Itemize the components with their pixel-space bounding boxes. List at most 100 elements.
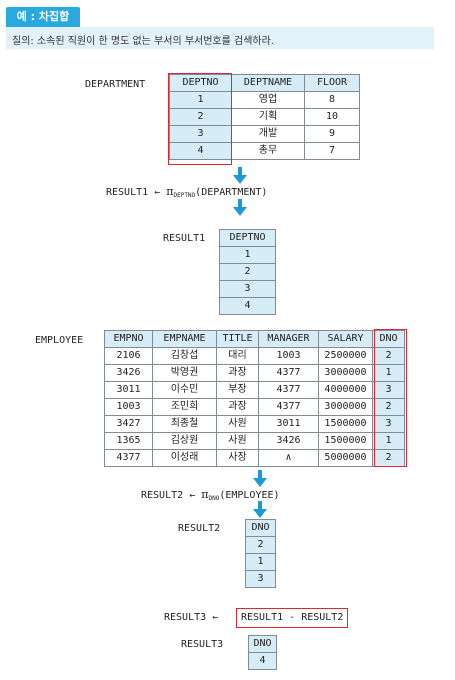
table-cell: 대리 [216, 347, 259, 365]
example-tag: 예 : 차집합 [6, 7, 80, 27]
projection-argument: (DEPARTMENT) [195, 187, 268, 198]
projection-attribute: DNO [208, 495, 220, 502]
down-arrow-icon [253, 501, 267, 519]
table-cell: 총무 [231, 142, 305, 160]
table-cell: 1003 [104, 398, 153, 416]
table-cell: 4 [219, 297, 276, 315]
table-cell: 4000000 [318, 381, 373, 399]
table-cell: 2 [245, 536, 276, 554]
table-cell: 기획 [231, 108, 305, 126]
table-cell: 3011 [258, 415, 319, 433]
difference-expression-box: RESULT1 - RESULT2 [236, 608, 349, 628]
table-cell: 3 [169, 125, 232, 143]
table-cell: 2106 [104, 347, 153, 365]
table-cell: 2 [372, 398, 405, 416]
table-cell: 3000000 [318, 364, 373, 382]
table-cell: 3427 [104, 415, 153, 433]
column-header: DEPTNAME [231, 74, 305, 92]
table-cell: 1500000 [318, 415, 373, 433]
employee-table: EMPNO EMPNAME TITLE MANAGER SALARY DNO 2… [104, 330, 405, 467]
table-cell: 1365 [104, 432, 153, 450]
result1-expression: RESULT1 ← πDEPTNO(DEPARTMENT) [106, 185, 267, 199]
table-cell: 3426 [104, 364, 153, 382]
projection-attribute: DEPTNO [173, 192, 196, 199]
table-header-row: DNO [248, 635, 277, 653]
result-name: RESULT3 [164, 612, 207, 623]
column-header: DNO [248, 635, 277, 653]
table-cell: 김상원 [152, 432, 217, 450]
department-label: DEPARTMENT [85, 79, 146, 90]
table-cell: 1 [245, 553, 276, 571]
table-cell: 과장 [216, 364, 259, 382]
table-cell: 2 [372, 449, 405, 467]
table-cell: 8 [304, 91, 360, 109]
difference-expression: RESULT1 - RESULT2 [241, 612, 344, 623]
table-cell: 2 [219, 263, 276, 281]
table-cell: 과장 [216, 398, 259, 416]
table-cell: 1 [169, 91, 232, 109]
table-cell: 7 [304, 142, 360, 160]
table-row: 3 [245, 570, 276, 588]
table-row: 1 [219, 246, 276, 264]
table-row: 4 [219, 297, 276, 315]
table-cell: 3011 [104, 381, 153, 399]
table-cell: 3 [372, 381, 405, 399]
table-cell: 3 [245, 570, 276, 588]
table-cell: 최종철 [152, 415, 217, 433]
column-header: TITLE [216, 330, 259, 348]
table-cell: 이성래 [152, 449, 217, 467]
table-cell: 김창섭 [152, 347, 217, 365]
table-cell: 2 [372, 347, 405, 365]
table-cell: 4 [248, 652, 277, 670]
result1-table: DEPTNO 1 2 3 4 [219, 229, 276, 315]
column-header: DEPTNO [219, 229, 276, 247]
table-cell: 박영권 [152, 364, 217, 382]
down-arrow-icon [253, 470, 267, 488]
question-bar [6, 27, 434, 49]
table-cell: 2 [169, 108, 232, 126]
column-header: DNO [245, 519, 276, 537]
table-header-row: DEPTNO [219, 229, 276, 247]
table-cell: 부장 [216, 381, 259, 399]
table-header-row: DNO [245, 519, 276, 537]
column-header: EMPNAME [152, 330, 217, 348]
table-row: 3 [219, 280, 276, 298]
table-header-row: DEPTNO DEPTNAME FLOOR [169, 74, 360, 92]
table-cell: 3 [372, 415, 405, 433]
table-cell: 5000000 [318, 449, 373, 467]
table-cell: 4 [169, 142, 232, 160]
table-cell: 사원 [216, 415, 259, 433]
column-header: DEPTNO [169, 74, 232, 92]
result3-table: DNO 4 [248, 635, 277, 670]
table-cell: 영업 [231, 91, 305, 109]
table-cell: 3 [219, 280, 276, 298]
result-name: RESULT1 [106, 187, 149, 198]
table-header-row: EMPNO EMPNAME TITLE MANAGER SALARY DNO [104, 330, 405, 348]
result2-expression: RESULT2 ← πDNO(EMPLOYEE) [141, 488, 280, 502]
assign-arrow: ← [189, 490, 196, 501]
table-cell: 사장 [216, 449, 259, 467]
column-header: SALARY [318, 330, 373, 348]
projection-symbol: π [201, 488, 209, 501]
table-cell: 1 [219, 246, 276, 264]
table-row: 4 [248, 652, 277, 670]
projection-argument: (EMPLOYEE) [219, 490, 280, 501]
column-header: DNO [372, 330, 405, 348]
table-cell: 개발 [231, 125, 305, 143]
column-header: MANAGER [258, 330, 319, 348]
table-cell: 1 [372, 364, 405, 382]
table-cell: 4377 [104, 449, 153, 467]
down-arrow-icon [233, 167, 247, 185]
assign-arrow: ← [212, 612, 219, 623]
table-cell: 사원 [216, 432, 259, 450]
table-row: 2 [219, 263, 276, 281]
table-cell: 1003 [258, 347, 319, 365]
